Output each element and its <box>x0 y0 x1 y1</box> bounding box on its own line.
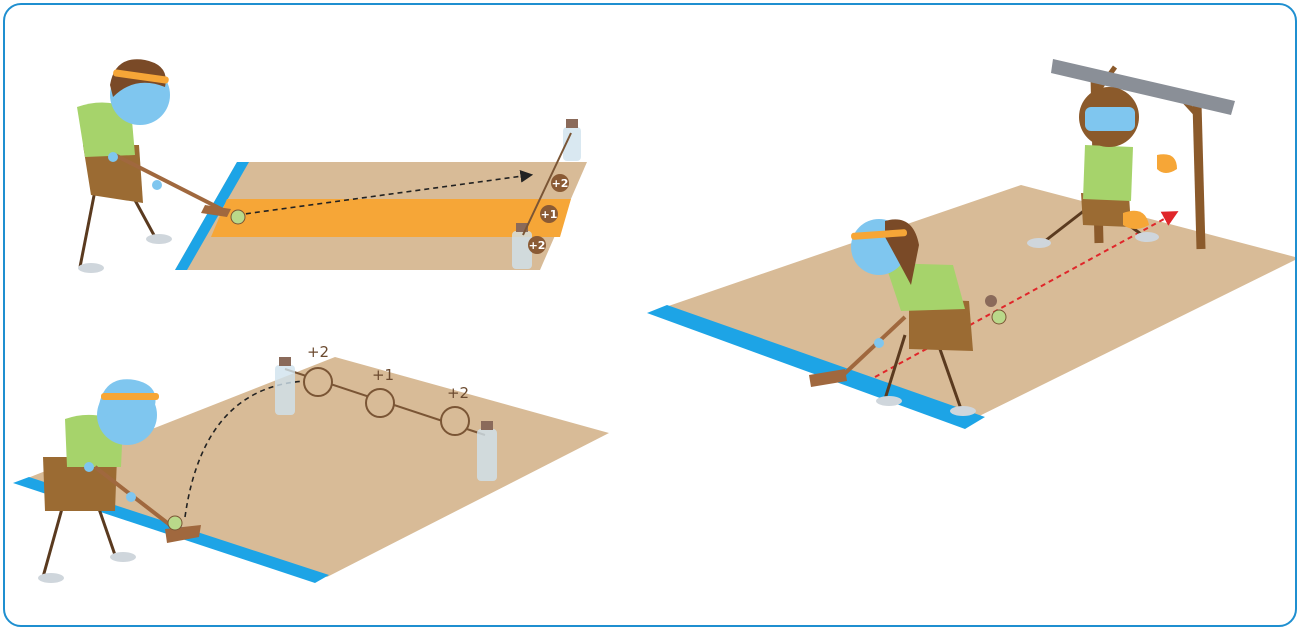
scene-right <box>647 59 1297 429</box>
score-badge: +2 <box>528 236 546 254</box>
svg-text:+2: +2 <box>529 239 546 252</box>
bottle-marker-icon <box>477 421 497 481</box>
svg-text:+2: +2 <box>447 384 469 402</box>
svg-text:+2: +2 <box>552 177 569 190</box>
bottle-marker-icon <box>275 357 295 415</box>
drill-illustration: +2 +1 +2 <box>5 5 1297 627</box>
score-badge: +1 <box>540 205 558 223</box>
bottle-marker-icon <box>563 119 581 161</box>
svg-text:+1: +1 <box>541 208 558 221</box>
svg-text:+2: +2 <box>307 343 329 361</box>
illustration-frame: +2 +1 +2 <box>3 3 1297 627</box>
scene-top-left: +2 +1 +2 <box>77 59 587 273</box>
scene-bottom-left: +2 +1 +2 <box>13 343 609 583</box>
score-badge: +2 <box>551 174 569 192</box>
svg-text:+1: +1 <box>372 366 394 384</box>
